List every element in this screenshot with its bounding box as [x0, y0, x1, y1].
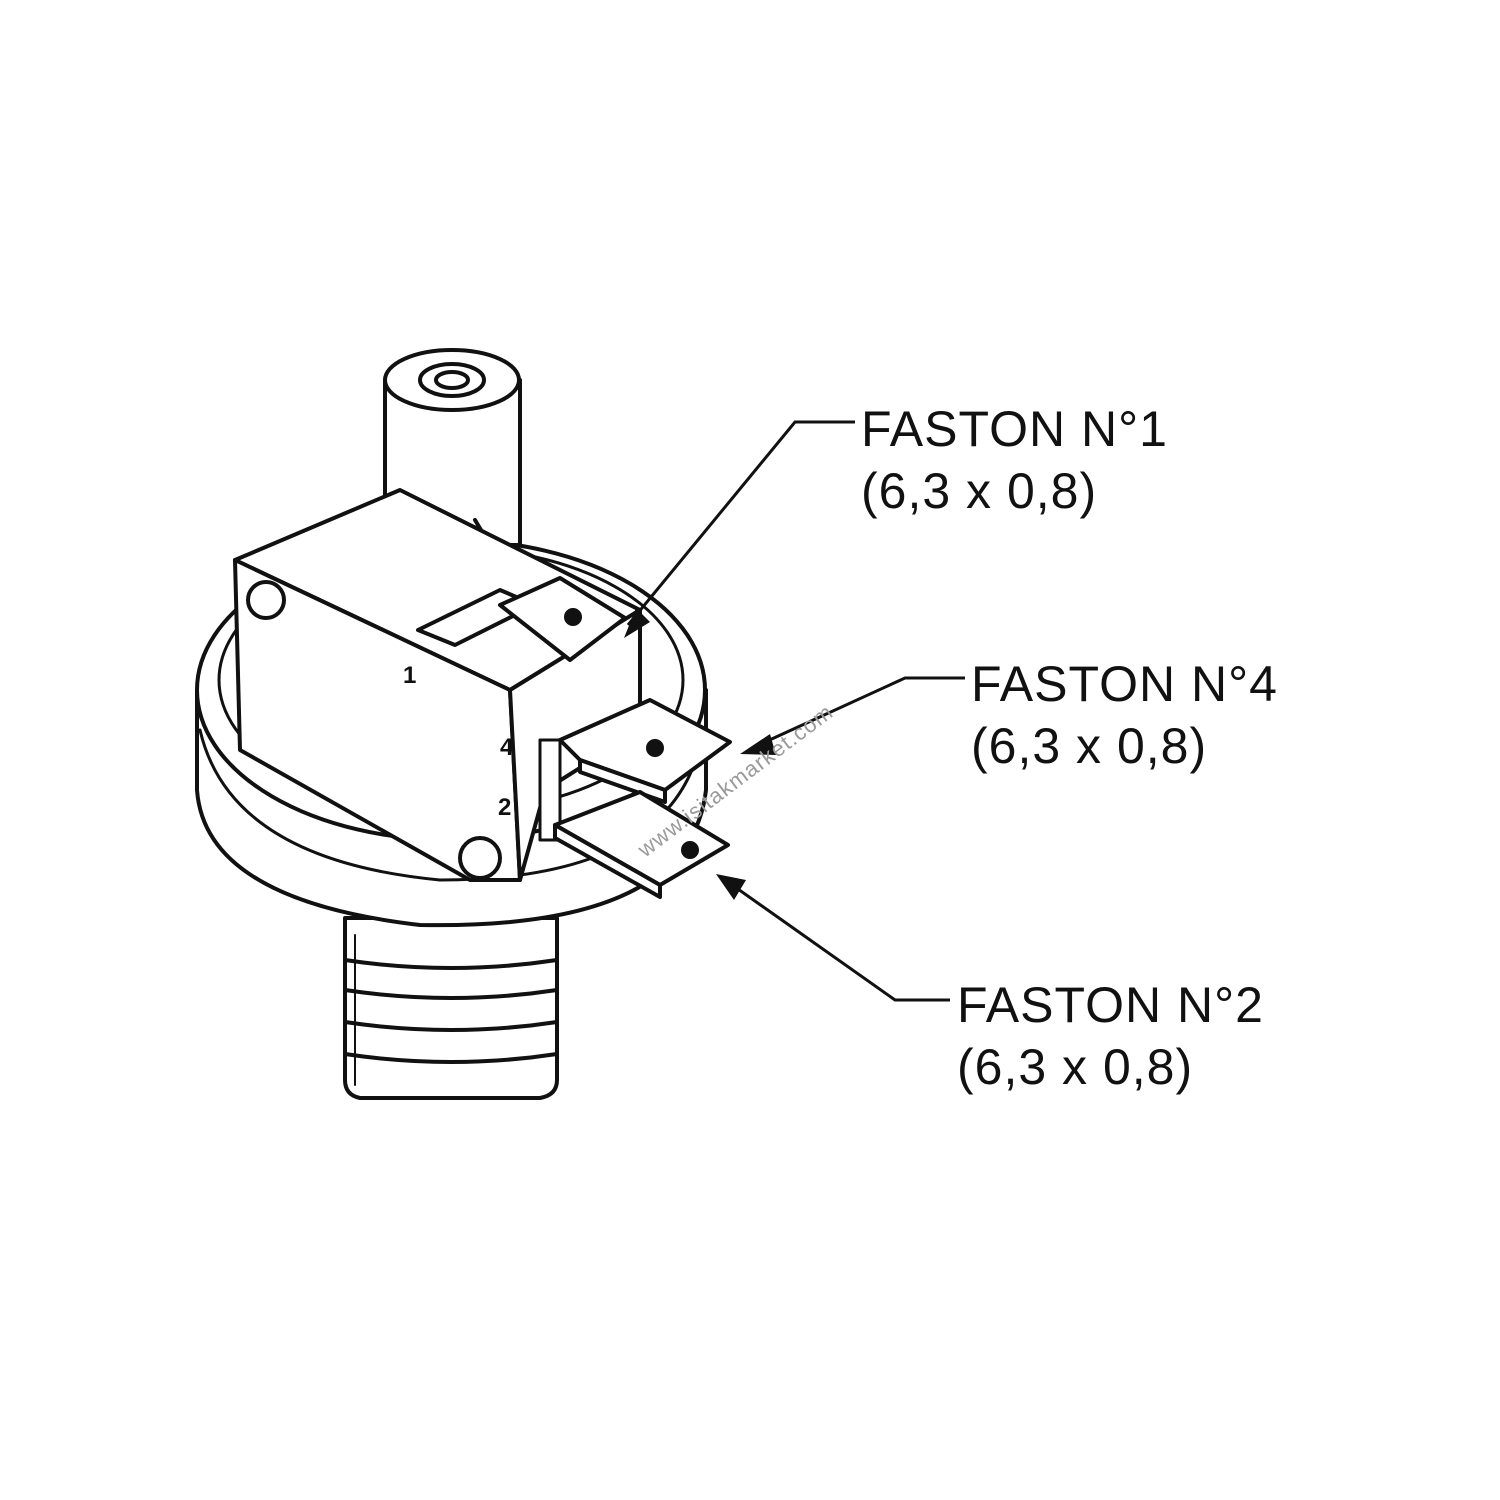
faston-terminal-4 [558, 698, 732, 804]
callout-faston-4-size: (6,3 x 0,8) [971, 718, 1208, 774]
pin-label-2: 2 [498, 794, 511, 821]
arrowhead-faston-1 [624, 608, 650, 638]
callout-faston-4-name: FASTON N°4 [971, 656, 1278, 712]
callout-faston-1-size: (6,3 x 0,8) [861, 463, 1098, 519]
faston-terminal-2 [553, 790, 730, 899]
arrowheads [624, 608, 776, 900]
callout-faston-2-size: (6,3 x 0,8) [957, 1039, 1194, 1095]
callout-faston-1-name: FASTON N°1 [861, 401, 1168, 457]
leader-line-faston-1 [626, 420, 855, 626]
pin-label-4: 4 [500, 734, 514, 761]
leader-lines [626, 420, 965, 1002]
leader-line-faston-2 [727, 880, 950, 1002]
callout-faston-2-name: FASTON N°2 [957, 977, 1264, 1033]
leader-line-faston-4 [751, 676, 965, 750]
callout-faston-2: FASTON N°2 (6,3 x 0,8) [957, 974, 1264, 1098]
threaded-connector [343, 916, 559, 1100]
callout-faston-1: FASTON N°1 (6,3 x 0,8) [861, 398, 1168, 522]
arrowhead-faston-4 [740, 734, 776, 755]
arrowhead-faston-2 [716, 874, 746, 900]
faston-terminal-1 [416, 576, 627, 662]
pin-label-1: 1 [403, 662, 416, 689]
callout-faston-4: FASTON N°4 (6,3 x 0,8) [971, 653, 1278, 777]
